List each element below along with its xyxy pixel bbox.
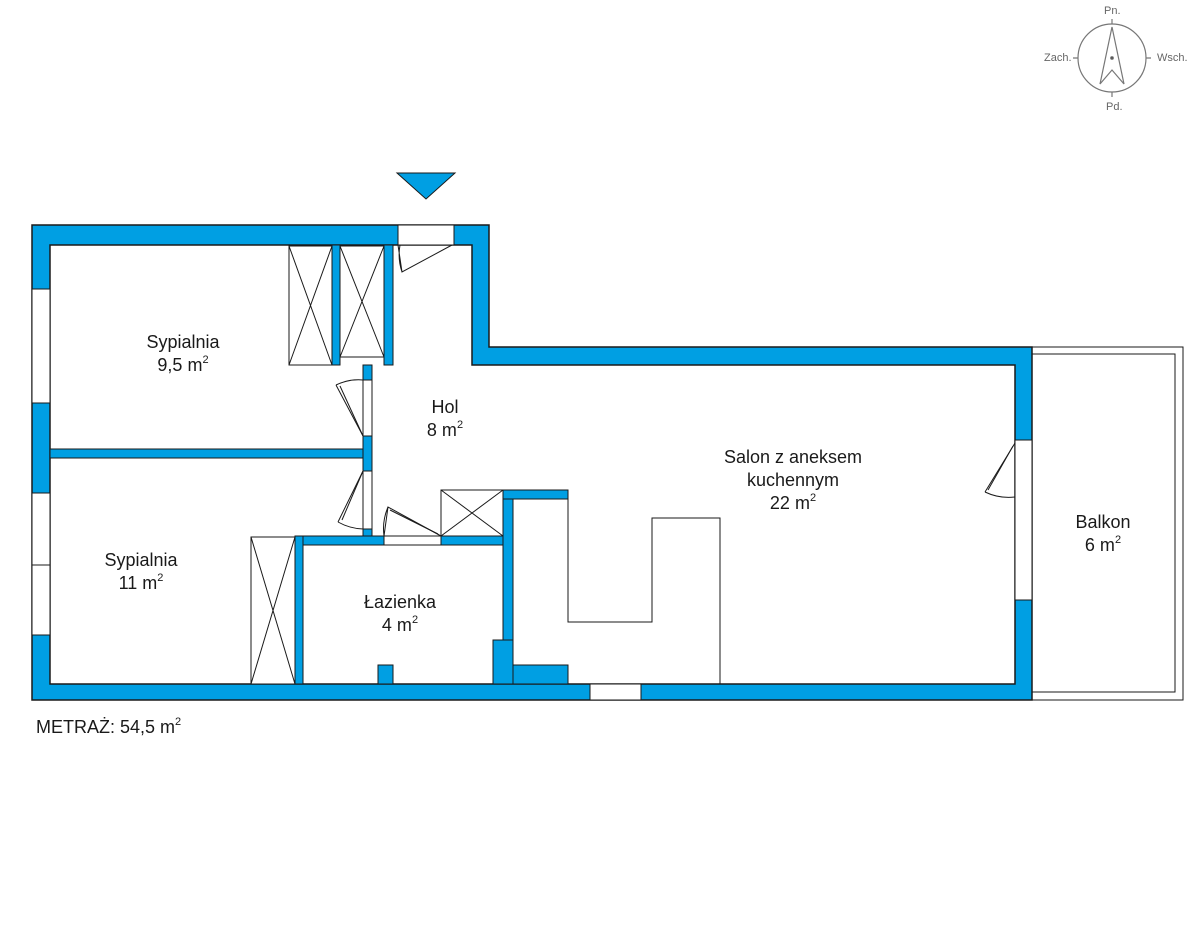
room-area: 6 m2 xyxy=(1084,534,1122,556)
windows xyxy=(31,288,1033,701)
compass-east-label: Wsch. xyxy=(1157,52,1188,64)
total-area: METRAŻ: 54,5 m2 xyxy=(36,717,181,738)
door-bathroom xyxy=(383,506,442,546)
compass-north-label: Pn. xyxy=(1104,5,1121,17)
room-name: Salon z aneksem xyxy=(723,447,863,467)
wall-kitchen-top xyxy=(502,489,569,500)
room-area: 8 m2 xyxy=(426,419,464,441)
interior-doors xyxy=(335,379,1016,546)
wardrobe-1 xyxy=(288,245,333,366)
wardrobe-4 xyxy=(250,536,296,685)
door-bedroom2 xyxy=(337,470,373,530)
wall-bath-bump xyxy=(377,664,394,685)
room-label-living-room: Salon z aneksem kuchennym 22 m2 xyxy=(683,446,903,515)
compass-west-label: Zach. xyxy=(1044,52,1072,64)
north-arrow-icon xyxy=(1073,19,1151,97)
room-area: 9,5 m2 xyxy=(157,354,209,376)
room-label-bedroom-2: Sypialnia 11 m2 xyxy=(31,549,251,595)
room-name-2: kuchennym xyxy=(746,470,840,490)
wardrobe-2 xyxy=(339,245,385,358)
kitchen-counter xyxy=(567,499,721,684)
room-label-balcony: Balkon 6 m2 xyxy=(993,511,1200,557)
total-area-label: METRAŻ: xyxy=(36,717,115,737)
room-label-hall: Hol 8 m2 xyxy=(335,396,555,442)
window-bedroom1 xyxy=(31,288,51,404)
wall-bath-lower-right xyxy=(492,639,514,685)
room-label-bathroom: Łazienka 4 m2 xyxy=(290,591,510,637)
window-bedroom2b xyxy=(31,564,51,636)
room-name: Łazienka xyxy=(363,592,437,612)
balcony xyxy=(1031,346,1184,701)
room-name: Balkon xyxy=(1075,512,1131,532)
room-name: Sypialnia xyxy=(104,550,178,570)
wardrobe-3 xyxy=(440,489,504,537)
wall-kitchen-base xyxy=(512,664,569,685)
entrance-triangle-icon xyxy=(395,172,457,200)
total-area-value: 54,5 m2 xyxy=(120,716,182,738)
room-label-bedroom-1: Sypialnia 9,5 m2 xyxy=(73,331,293,377)
wardrobes xyxy=(250,245,504,685)
wall-hall-top xyxy=(383,244,394,366)
room-name: Sypialnia xyxy=(146,332,220,352)
room-area: 11 m2 xyxy=(118,572,164,594)
door-balcony xyxy=(984,442,1016,498)
wall-wardrobe-post xyxy=(331,244,341,366)
window-kitchen xyxy=(589,683,642,701)
room-area: 4 m2 xyxy=(381,614,419,636)
entrance-door xyxy=(397,224,455,273)
room-name: Hol xyxy=(431,397,459,417)
door-bedroom1 xyxy=(335,379,373,437)
wall-bedroom-divider xyxy=(49,448,373,459)
room-area: 22 m2 xyxy=(769,492,817,514)
compass-south-label: Pd. xyxy=(1106,101,1123,113)
